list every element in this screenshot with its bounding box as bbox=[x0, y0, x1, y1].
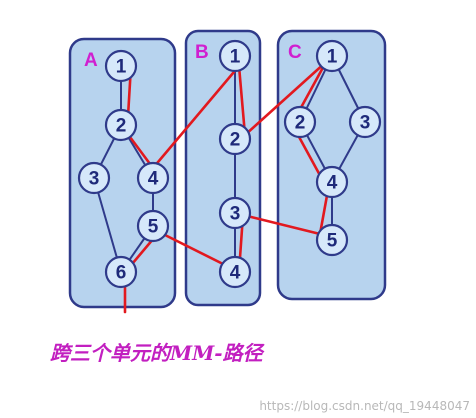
node-circle bbox=[104, 49, 138, 83]
node-a4: 4 bbox=[136, 161, 170, 195]
node-label: 3 bbox=[89, 169, 100, 190]
node-a1: 1 bbox=[104, 49, 138, 83]
node-c2: 2 bbox=[283, 105, 317, 139]
node-b2: 2 bbox=[218, 122, 252, 156]
node-label: 6 bbox=[116, 263, 127, 284]
node-circle bbox=[136, 209, 170, 243]
graph-nodes: 1 2 3 4 5 6 1 2 3 4 1 2 3 4 5 bbox=[77, 39, 382, 289]
unit-label-c: C bbox=[288, 42, 302, 63]
node-a3: 3 bbox=[77, 161, 111, 195]
node-circle bbox=[315, 165, 349, 199]
node-circle bbox=[315, 223, 349, 257]
node-circle bbox=[218, 39, 252, 73]
node-circle bbox=[77, 161, 111, 195]
node-a5: 5 bbox=[136, 209, 170, 243]
node-circle bbox=[218, 255, 252, 289]
node-label: 1 bbox=[116, 57, 127, 78]
node-label: 1 bbox=[230, 47, 241, 68]
node-circle bbox=[136, 161, 170, 195]
node-label: 2 bbox=[295, 113, 306, 134]
node-c1: 1 bbox=[315, 39, 349, 73]
node-label: 1 bbox=[327, 47, 338, 68]
node-label: 4 bbox=[148, 169, 159, 190]
node-b4: 4 bbox=[218, 255, 252, 289]
node-label: 4 bbox=[327, 173, 338, 194]
node-label: 4 bbox=[230, 263, 241, 284]
unit-panel-c bbox=[276, 29, 387, 301]
edge-a3-a6 bbox=[93, 177, 122, 273]
node-circle bbox=[348, 105, 382, 139]
node-a6: 6 bbox=[104, 255, 138, 289]
node-c5: 5 bbox=[315, 223, 349, 257]
node-a2: 2 bbox=[104, 108, 138, 142]
node-circle bbox=[104, 255, 138, 289]
node-circle bbox=[315, 39, 349, 73]
node-b1: 1 bbox=[218, 39, 252, 73]
node-circle bbox=[218, 122, 252, 156]
node-label: 2 bbox=[116, 116, 127, 137]
node-circle bbox=[218, 196, 252, 230]
unit-label-a: A bbox=[84, 50, 98, 71]
node-b3: 3 bbox=[218, 196, 252, 230]
node-circle bbox=[104, 108, 138, 142]
node-label: 3 bbox=[360, 113, 371, 134]
watermark: https://blog.csdn.net/qq_19448047 bbox=[259, 399, 470, 413]
unit-label-b: B bbox=[195, 42, 209, 63]
node-circle bbox=[283, 105, 317, 139]
node-c4: 4 bbox=[315, 165, 349, 199]
node-label: 2 bbox=[230, 130, 241, 151]
node-label: 5 bbox=[327, 231, 338, 252]
node-label: 5 bbox=[148, 217, 159, 238]
node-label: 3 bbox=[230, 204, 241, 225]
node-c3: 3 bbox=[348, 105, 382, 139]
caption: 跨三个单元的MM-路径 bbox=[50, 341, 266, 365]
